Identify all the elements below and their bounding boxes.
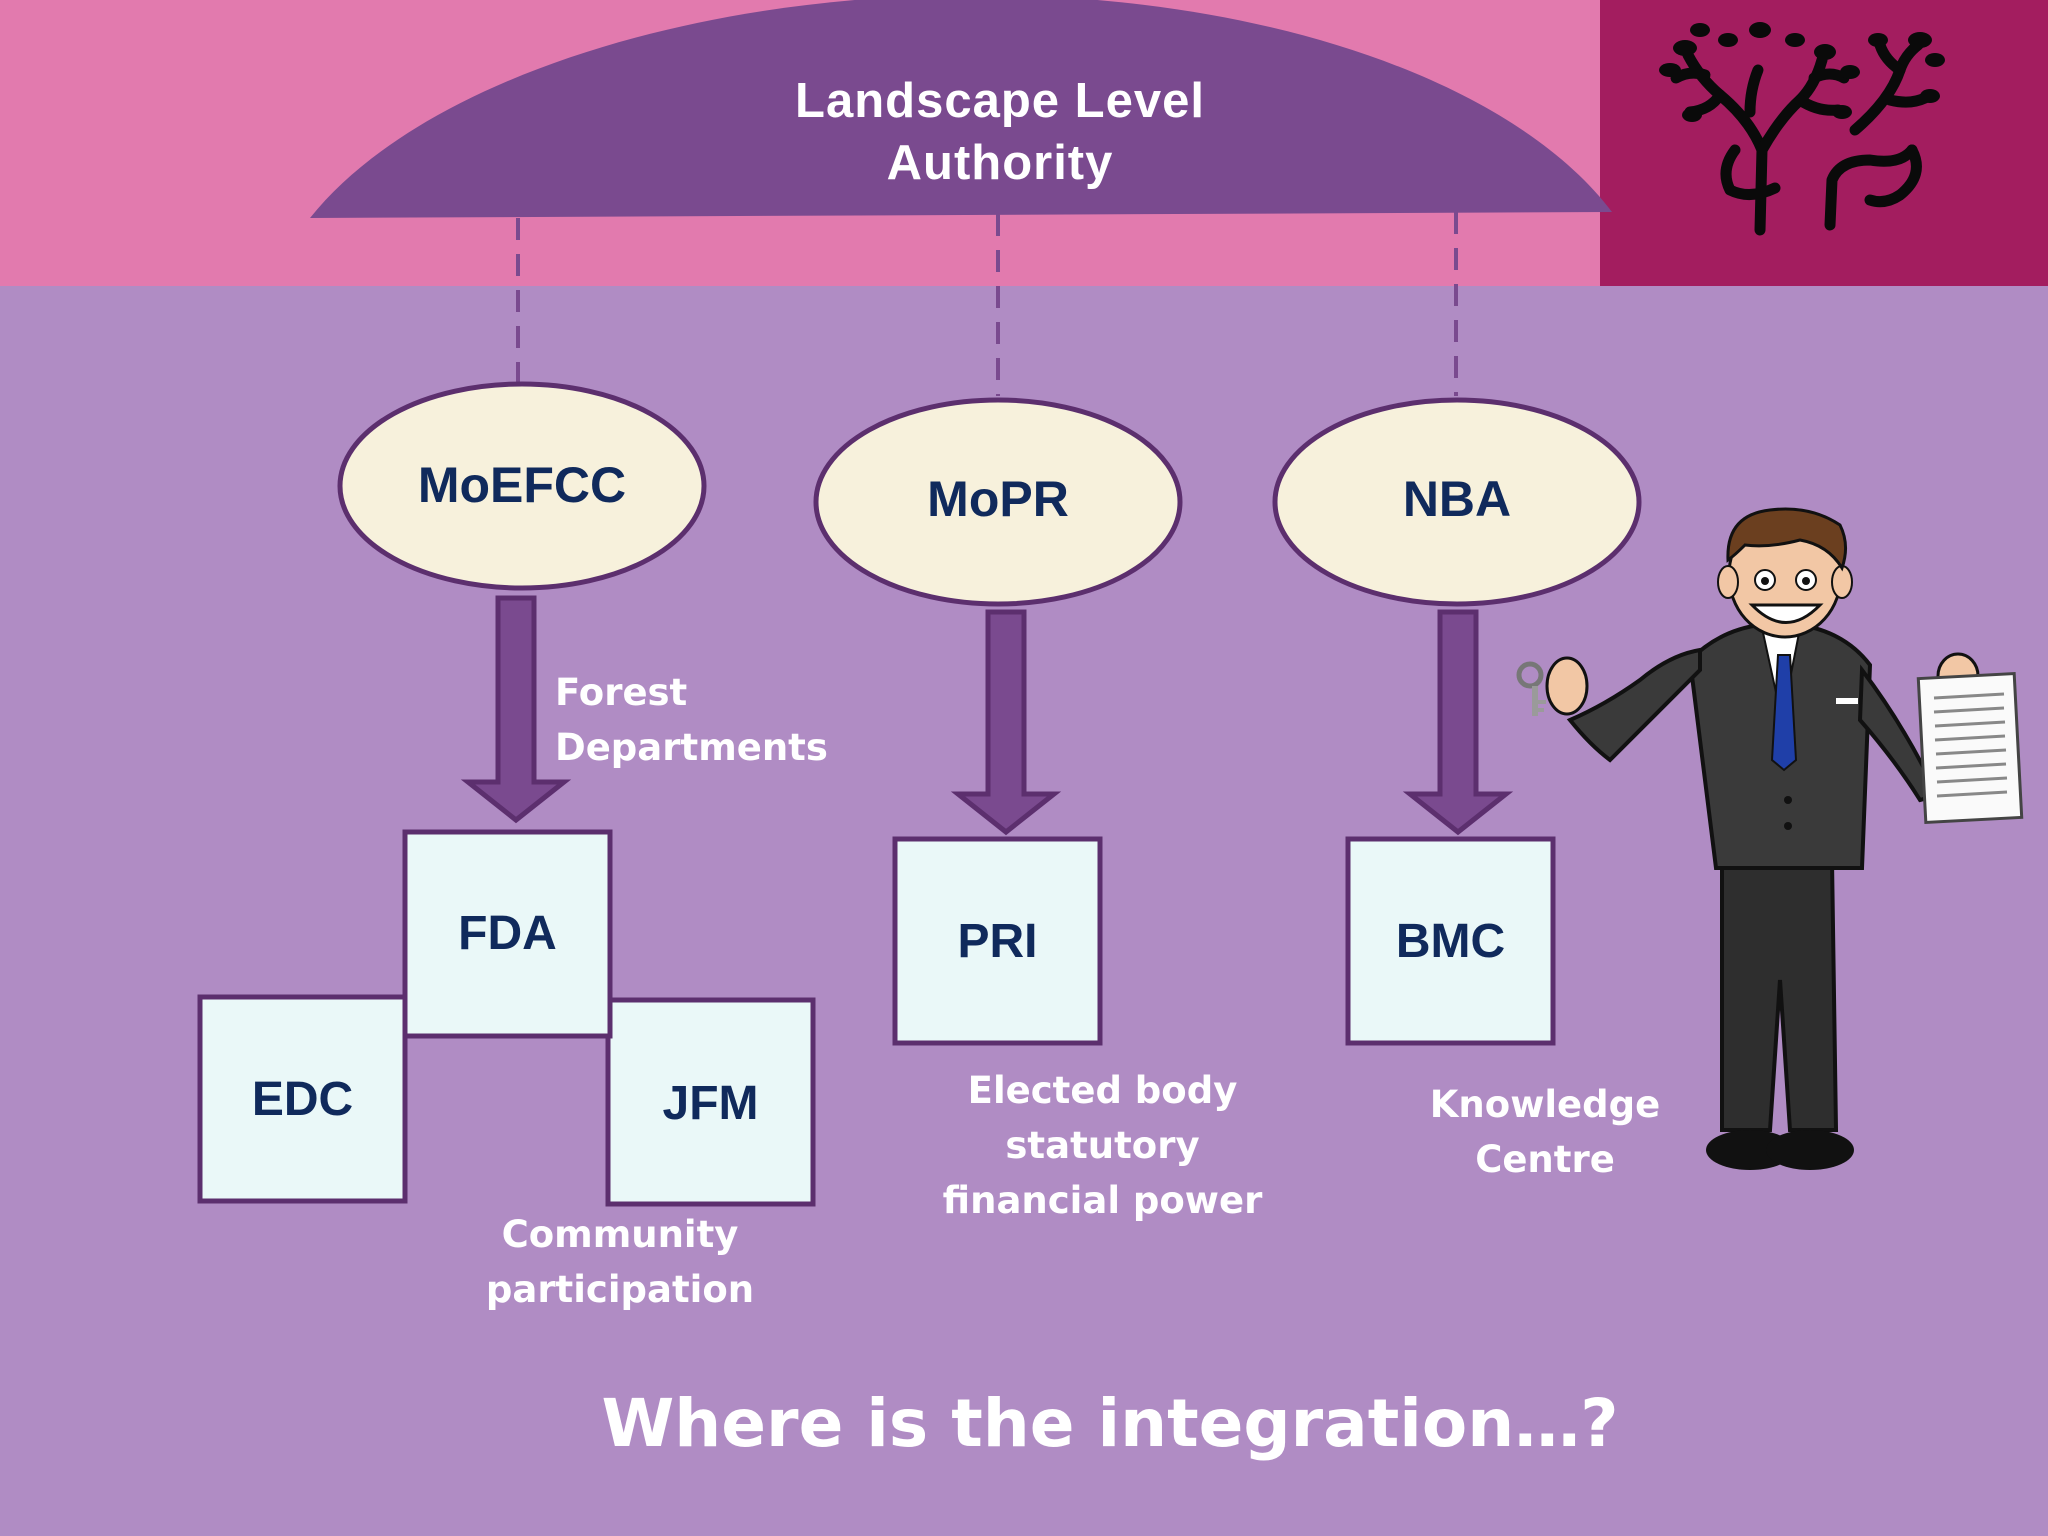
box-jfm [605,997,816,1207]
unit-label-bmc: BMC [1395,915,1506,968]
ministry-label-nba: NBA [1402,471,1512,527]
note-community-line1: Community [501,1213,739,1256]
note-bmc-description: Knowledge Centre [1385,1077,1705,1187]
ministry-label-mopr: MoPR [927,471,1069,527]
note-pri-line1: Elected body [967,1069,1238,1112]
ministry-label-moefcc: MoEFCC [417,457,627,513]
note-pri-line3: financial power [942,1179,1263,1222]
authority-title-line1: Landscape Level [795,74,1205,128]
authority-dome [310,0,1612,218]
arrow-mopr-pri [950,609,1062,836]
note-pri-description: Elected body statutory financial power [900,1063,1305,1228]
box-fda [402,829,613,1039]
ellipse-nba [1272,397,1642,607]
note-community-participation: Community participation [440,1207,800,1317]
note-forest-departments-line1: Forest [555,671,688,714]
box-bmc [1345,836,1556,1046]
unit-label-jfm: JFM [662,1077,759,1130]
arrow-moefcc-fda [460,595,572,824]
arrow-nba-bmc [1402,609,1514,836]
note-forest-departments: Forest Departments [555,665,875,775]
note-community-line2: participation [485,1268,755,1311]
note-bmc-line2: Centre [1475,1138,1615,1181]
tree-deer-logo-icon [1659,22,1945,236]
ellipse-mopr [813,397,1183,607]
businessman-illustration [1516,507,2024,1170]
unit-label-edc: EDC [251,1073,354,1126]
unit-label-pri: PRI [957,915,1038,968]
ellipse-moefcc [337,381,707,591]
note-bmc-line1: Knowledge [1429,1083,1661,1126]
logo-panel [1600,0,2048,286]
box-edc [197,994,408,1204]
unit-label-fda: FDA [458,907,557,960]
authority-title: Landscape Level Authority [700,70,1300,194]
dashed-connectors [516,212,1458,396]
authority-title-line2: Authority [886,136,1114,190]
box-pri [892,836,1103,1046]
integration-question: Where is the integration…? [601,1385,1619,1462]
note-forest-departments-line2: Departments [555,726,828,769]
note-pri-line2: statutory [1005,1124,1200,1167]
